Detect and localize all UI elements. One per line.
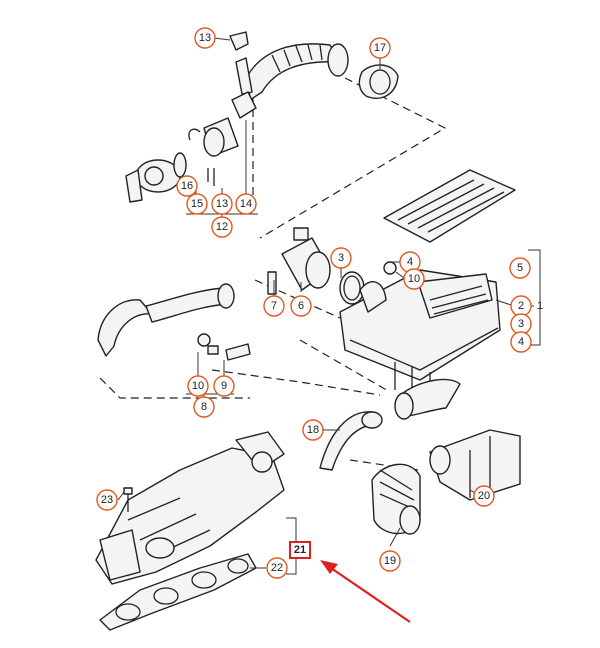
callout-12[interactable]: 12 bbox=[211, 216, 233, 238]
callout-21-highlighted[interactable]: 21 bbox=[289, 541, 311, 559]
svg-text:4: 4 bbox=[407, 256, 413, 268]
svg-text:14: 14 bbox=[240, 198, 252, 210]
svg-text:12: 12 bbox=[216, 221, 228, 233]
svg-text:15: 15 bbox=[191, 198, 203, 210]
callout-13-top[interactable]: 13 bbox=[194, 27, 216, 49]
svg-text:13: 13 bbox=[199, 32, 211, 44]
callout-2[interactable]: 2 bbox=[510, 295, 532, 317]
svg-text:4: 4 bbox=[518, 336, 524, 348]
callout-23[interactable]: 23 bbox=[96, 489, 118, 511]
callout-3-seal[interactable]: 3 bbox=[330, 247, 352, 269]
svg-text:21: 21 bbox=[294, 544, 306, 556]
callout-8[interactable]: 8 bbox=[193, 396, 215, 418]
svg-text:2: 2 bbox=[518, 300, 524, 312]
charge-air-pipe bbox=[97, 283, 251, 361]
callout-15[interactable]: 15 bbox=[186, 193, 208, 215]
callout-1[interactable]: 1 bbox=[537, 300, 543, 312]
callout-14[interactable]: 14 bbox=[235, 193, 257, 215]
air-filter-lid bbox=[383, 169, 516, 243]
svg-text:1: 1 bbox=[537, 300, 543, 312]
svg-text:6: 6 bbox=[298, 300, 304, 312]
svg-text:19: 19 bbox=[384, 555, 396, 567]
svg-text:3: 3 bbox=[518, 318, 524, 330]
svg-text:18: 18 bbox=[307, 424, 319, 436]
callout-3-right[interactable]: 3 bbox=[510, 313, 532, 335]
intake-hose-lower bbox=[371, 463, 421, 535]
svg-text:13: 13 bbox=[216, 198, 228, 210]
svg-text:20: 20 bbox=[478, 490, 490, 502]
callout-4-right[interactable]: 4 bbox=[510, 331, 532, 353]
callout-13-lower[interactable]: 13 bbox=[211, 193, 233, 215]
svg-text:10: 10 bbox=[192, 380, 204, 392]
breather-hose bbox=[319, 411, 383, 471]
svg-text:22: 22 bbox=[271, 562, 283, 574]
callout-10-top[interactable]: 10 bbox=[403, 268, 425, 290]
svg-text:23: 23 bbox=[101, 494, 113, 506]
callout-7[interactable]: 7 bbox=[263, 295, 285, 317]
svg-text:3: 3 bbox=[338, 252, 344, 264]
intake-duct bbox=[429, 429, 521, 501]
svg-text:17: 17 bbox=[374, 42, 386, 54]
svg-text:16: 16 bbox=[181, 180, 193, 192]
callout-16[interactable]: 16 bbox=[176, 175, 198, 197]
housing-outlet bbox=[394, 378, 461, 420]
callout-20[interactable]: 20 bbox=[473, 485, 495, 507]
svg-text:8: 8 bbox=[201, 401, 207, 413]
air-filter-housing bbox=[339, 269, 501, 398]
callout-17[interactable]: 17 bbox=[369, 37, 391, 59]
callout-9[interactable]: 9 bbox=[213, 375, 235, 397]
callout-10-left[interactable]: 10 bbox=[187, 375, 209, 397]
callout-5[interactable]: 5 bbox=[509, 257, 531, 279]
callout-18[interactable]: 18 bbox=[302, 419, 324, 441]
intake-hose-assembly bbox=[125, 31, 399, 203]
red-arrow-icon bbox=[320, 560, 411, 623]
callout-19[interactable]: 19 bbox=[379, 550, 401, 572]
svg-text:9: 9 bbox=[221, 380, 227, 392]
air-mass-meter bbox=[267, 227, 397, 305]
bolt bbox=[123, 487, 133, 512]
callout-22[interactable]: 22 bbox=[266, 557, 288, 579]
callout-6[interactable]: 6 bbox=[290, 295, 312, 317]
intake-manifold bbox=[95, 431, 285, 585]
svg-text:5: 5 bbox=[517, 262, 523, 274]
svg-text:7: 7 bbox=[271, 300, 277, 312]
svg-text:10: 10 bbox=[408, 273, 420, 285]
